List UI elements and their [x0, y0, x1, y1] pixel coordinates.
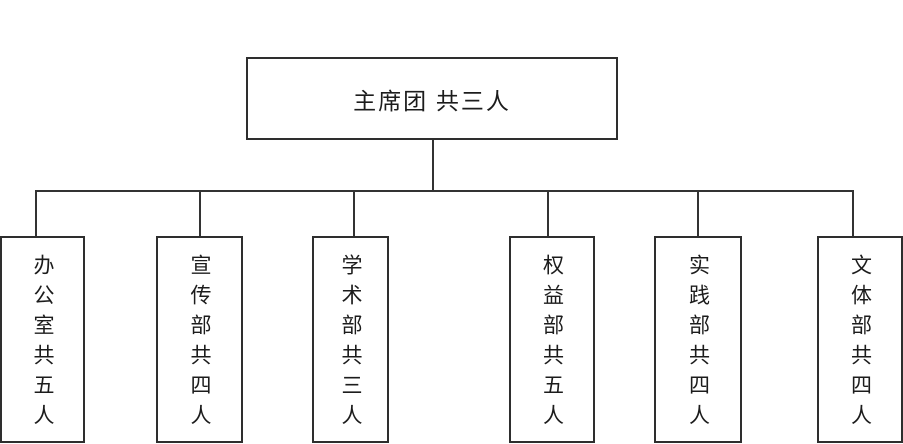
- department-node-culture-sports: 文体部共四人: [817, 236, 903, 443]
- root-node-label: 主席团 共三人: [353, 88, 511, 114]
- department-node-academic: 学术部共三人: [312, 236, 389, 443]
- connector-drop-3: [353, 190, 355, 237]
- connector-drop-6: [852, 190, 854, 237]
- department-label: 文体部共四人: [848, 254, 873, 434]
- department-label: 学术部共三人: [339, 254, 363, 434]
- connector-drop-2: [199, 190, 201, 237]
- connector-drop-1: [35, 190, 37, 237]
- department-label: 宣传部共四人: [188, 254, 212, 434]
- connector-drop-4: [547, 190, 549, 237]
- department-label: 权益部共五人: [540, 254, 565, 434]
- connector-drop-5: [697, 190, 699, 237]
- department-node-publicity: 宣传部共四人: [156, 236, 243, 443]
- connector-root-drop: [432, 140, 434, 191]
- root-node-box: 主席团 共三人: [246, 57, 618, 140]
- department-label: 办公室共五人: [31, 254, 55, 434]
- department-node-rights: 权益部共五人: [509, 236, 595, 443]
- connector-horizontal-bus: [35, 190, 854, 192]
- department-node-office: 办公室共五人: [0, 236, 85, 443]
- department-label: 实践部共四人: [686, 254, 711, 434]
- department-node-practice: 实践部共四人: [654, 236, 742, 443]
